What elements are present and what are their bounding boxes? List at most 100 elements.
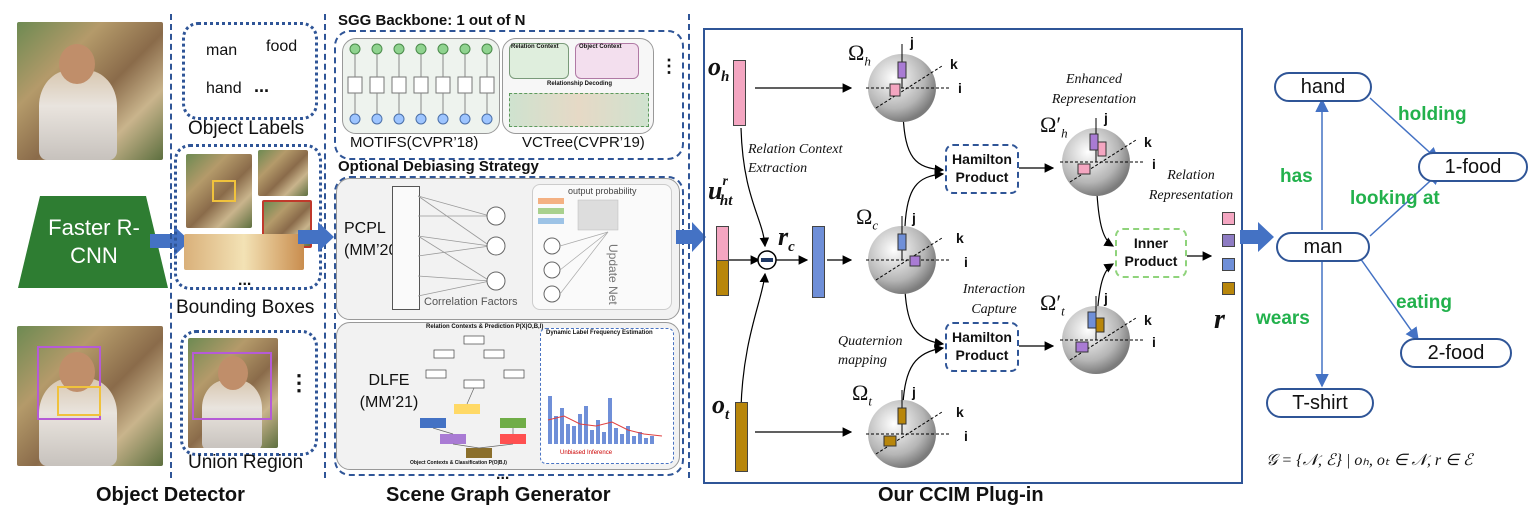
sphere-omega-h-prime [1060,118,1144,196]
omega-h-prime-symbol: Ω′h [1040,112,1068,141]
sphere-omega-t-prime-j: j [1104,290,1108,306]
r-symbol: r [1214,304,1225,335]
vctree-ellipsis: ⋮ [660,56,678,76]
scene-graph-edges [1315,97,1442,388]
sphere-omega-t-k: k [956,404,964,420]
edge-label-has: has [1280,166,1313,187]
bounding-boxes-box [174,144,322,290]
motifs-figure [342,38,500,134]
relation-context-extraction-label: Relation Context Extraction [748,142,843,176]
graph-node-1-food: 1-food [1418,152,1528,182]
sphere-omega-t-i: i [964,428,968,444]
sgg-backbone-title: SGG Backbone: 1 out of N [338,12,526,29]
sphere-omega-t-prime-k: k [1144,312,1152,328]
union-region-box [180,330,318,456]
o-h-symbol: oh [708,52,730,86]
vctree-label: VCTree(CVPR’19) [522,134,645,151]
o-t-symbol: ot [712,390,730,424]
sphere-omega-c-j: j [912,210,916,226]
sphere-omega-t-prime [1060,296,1144,374]
sgg-title: Scene Graph Generator [386,484,611,506]
quaternion-mapping-label: Quaternion mapping [838,334,903,368]
correlation-factors-label: Correlation Factors [424,296,518,308]
object-context-box [575,43,639,79]
label-hand: hand [206,80,242,97]
bbox-crop-food [184,234,304,270]
o-t-vector [735,402,748,472]
sphere-omega-h-prime-i: i [1152,156,1156,172]
inner-product: Inner Product [1115,228,1187,278]
sphere-omega-t-prime-i: i [1152,334,1156,350]
omega-h-symbol: Ωh [848,40,871,69]
edge-label-eating: eating [1396,292,1452,313]
r-c-vector [812,226,825,298]
sgg-backbone-box [334,30,684,160]
label-food: food [266,38,298,55]
ccim-title: Our CCIM Plug-in [878,484,1044,506]
sphere-omega-t-j: j [912,384,916,400]
sphere-omega-h-i: i [958,80,962,96]
hamilton-product-top: Hamilton Product [945,144,1019,194]
edge-label-holding: holding [1398,104,1467,125]
separator-left [170,14,172,478]
label-ellipsis: ... [254,76,270,96]
u-ht-symbol: urht [708,174,733,210]
r-vector-4 [1222,282,1235,295]
bounding-boxes-caption: Bounding Boxes [176,297,315,318]
dlfe-label: DLFE (MM’21) [359,372,419,411]
label-man: man [206,42,238,59]
sphere-omega-c [866,216,950,294]
r-vector-1 [1222,212,1235,225]
relationship-decoding-label: Relationship Decoding [547,81,613,87]
arrow-to-sgg [298,222,334,252]
omega-c-symbol: Ωc [856,204,879,233]
omega-t-symbol: Ωt [852,380,872,409]
graph-node-man: man [1276,232,1370,262]
enhanced-representation-label: Enhanced Representation [1051,72,1137,107]
graph-node-2-food: 2-food [1400,338,1512,368]
object-labels-box [182,22,318,120]
object-detector-title: Object Detector [96,484,245,506]
u-ht-vector-tail [716,260,729,296]
separator-right [688,14,690,478]
u-ht-vector [716,226,729,262]
input-photo-bottom [17,326,163,466]
dlfe-left-graphic [420,335,526,458]
relation-context-label: Relation Context [511,44,559,50]
pcpl-network [418,195,506,297]
sphere-omega-t [866,390,950,468]
relation-representation-label: Relation Representation [1148,168,1234,203]
debias-title: Optional Debiasing Strategy [338,158,539,175]
graph-node-t-shirt: T-shirt [1266,388,1374,418]
union-crop [188,338,278,448]
pcpl-output-graphic [538,198,619,303]
faster-rcnn-label: Faster R-CNN [48,215,140,268]
dlfe-bottom-label: Object Contexts & Classification P(O|B,I… [410,460,507,466]
object-labels-caption: Object Labels [188,118,305,139]
graph-formula: 𝒢 = {𝒩, ℰ} | oₕ, oₜ ∈ 𝒩, r ∈ ℰ [1266,452,1473,469]
dlfe-estimation-title: Dynamic Label Frequency Estimation [546,330,653,336]
separator-mid [324,14,326,478]
dlfe-legend: Unbiased Inference [560,450,613,456]
ccim-box [703,28,1243,484]
ccim-connections [729,83,1213,437]
r-vector-2 [1222,234,1235,247]
bbox-crop-face [258,150,308,196]
interaction-capture-label: Interaction Capture [962,282,1026,317]
sphere-omega-h-prime-k: k [1144,134,1152,150]
output-probability-label: output probability [568,186,637,196]
input-photo-top [17,22,163,160]
union-region-caption: Union Region [188,452,304,473]
arrow-to-ccim [676,222,706,252]
update-net-label: Update Net [606,244,620,305]
union-ellipsis: ⋮ [288,370,310,395]
bbox-crop-main [186,154,252,228]
o-h-vector [733,60,746,126]
sgg-ellipsis: ... [496,466,510,483]
motifs-label: MOTIFS(CVPR’18) [350,134,479,151]
vctree-images [509,93,649,127]
sphere-omega-h [866,44,950,122]
sphere-omega-c-i: i [964,254,968,270]
object-context-label: Object Context [579,44,622,50]
edge-label-looking-at: looking at [1350,188,1440,209]
